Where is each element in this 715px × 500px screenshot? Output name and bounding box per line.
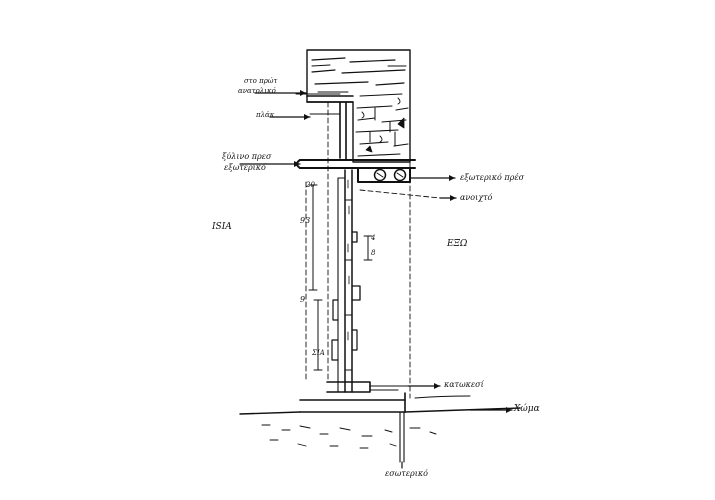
wall-column [331,169,361,393]
dimension-label-9: 9 [300,295,306,304]
upper-stone-wall [306,49,411,163]
label-footing: εσωτερικό [385,469,428,478]
label-ground-right: Χώμα [514,404,540,414]
dimension-label-8: 8 [371,249,376,257]
ceiling-slab [306,95,354,161]
label-beam-line2: εξωτερικό [224,163,266,172]
label-left-mark: ISIA [212,222,232,232]
label-right-mid: ανοιχτό [460,193,493,202]
dimension-label-bottom: ΣΙΑ [312,349,325,357]
label-base-right: κατωκεσί [444,380,484,389]
label-roof-line2: ανατολικό [238,87,276,95]
label-right-beam: εξωτερικό πρέσ [460,173,525,182]
label-slab: πλάκ [256,111,275,119]
label-roof-line1: στο πρώτ [244,77,278,85]
label-right-mark: ΕΞΩ [447,239,468,249]
projection-lines [305,101,441,399]
wall-base [299,381,409,413]
dimension-label-93: 93 [300,216,311,225]
arrowheads [294,90,512,413]
dimension-label-4: 4 [371,234,376,242]
dimension-label-20: 20 [306,181,315,189]
label-beam-line1: ξύλινο πρεσ [222,152,272,161]
wood-beam [296,159,416,183]
ground-line [239,395,521,463]
dimension-lines [295,93,373,371]
